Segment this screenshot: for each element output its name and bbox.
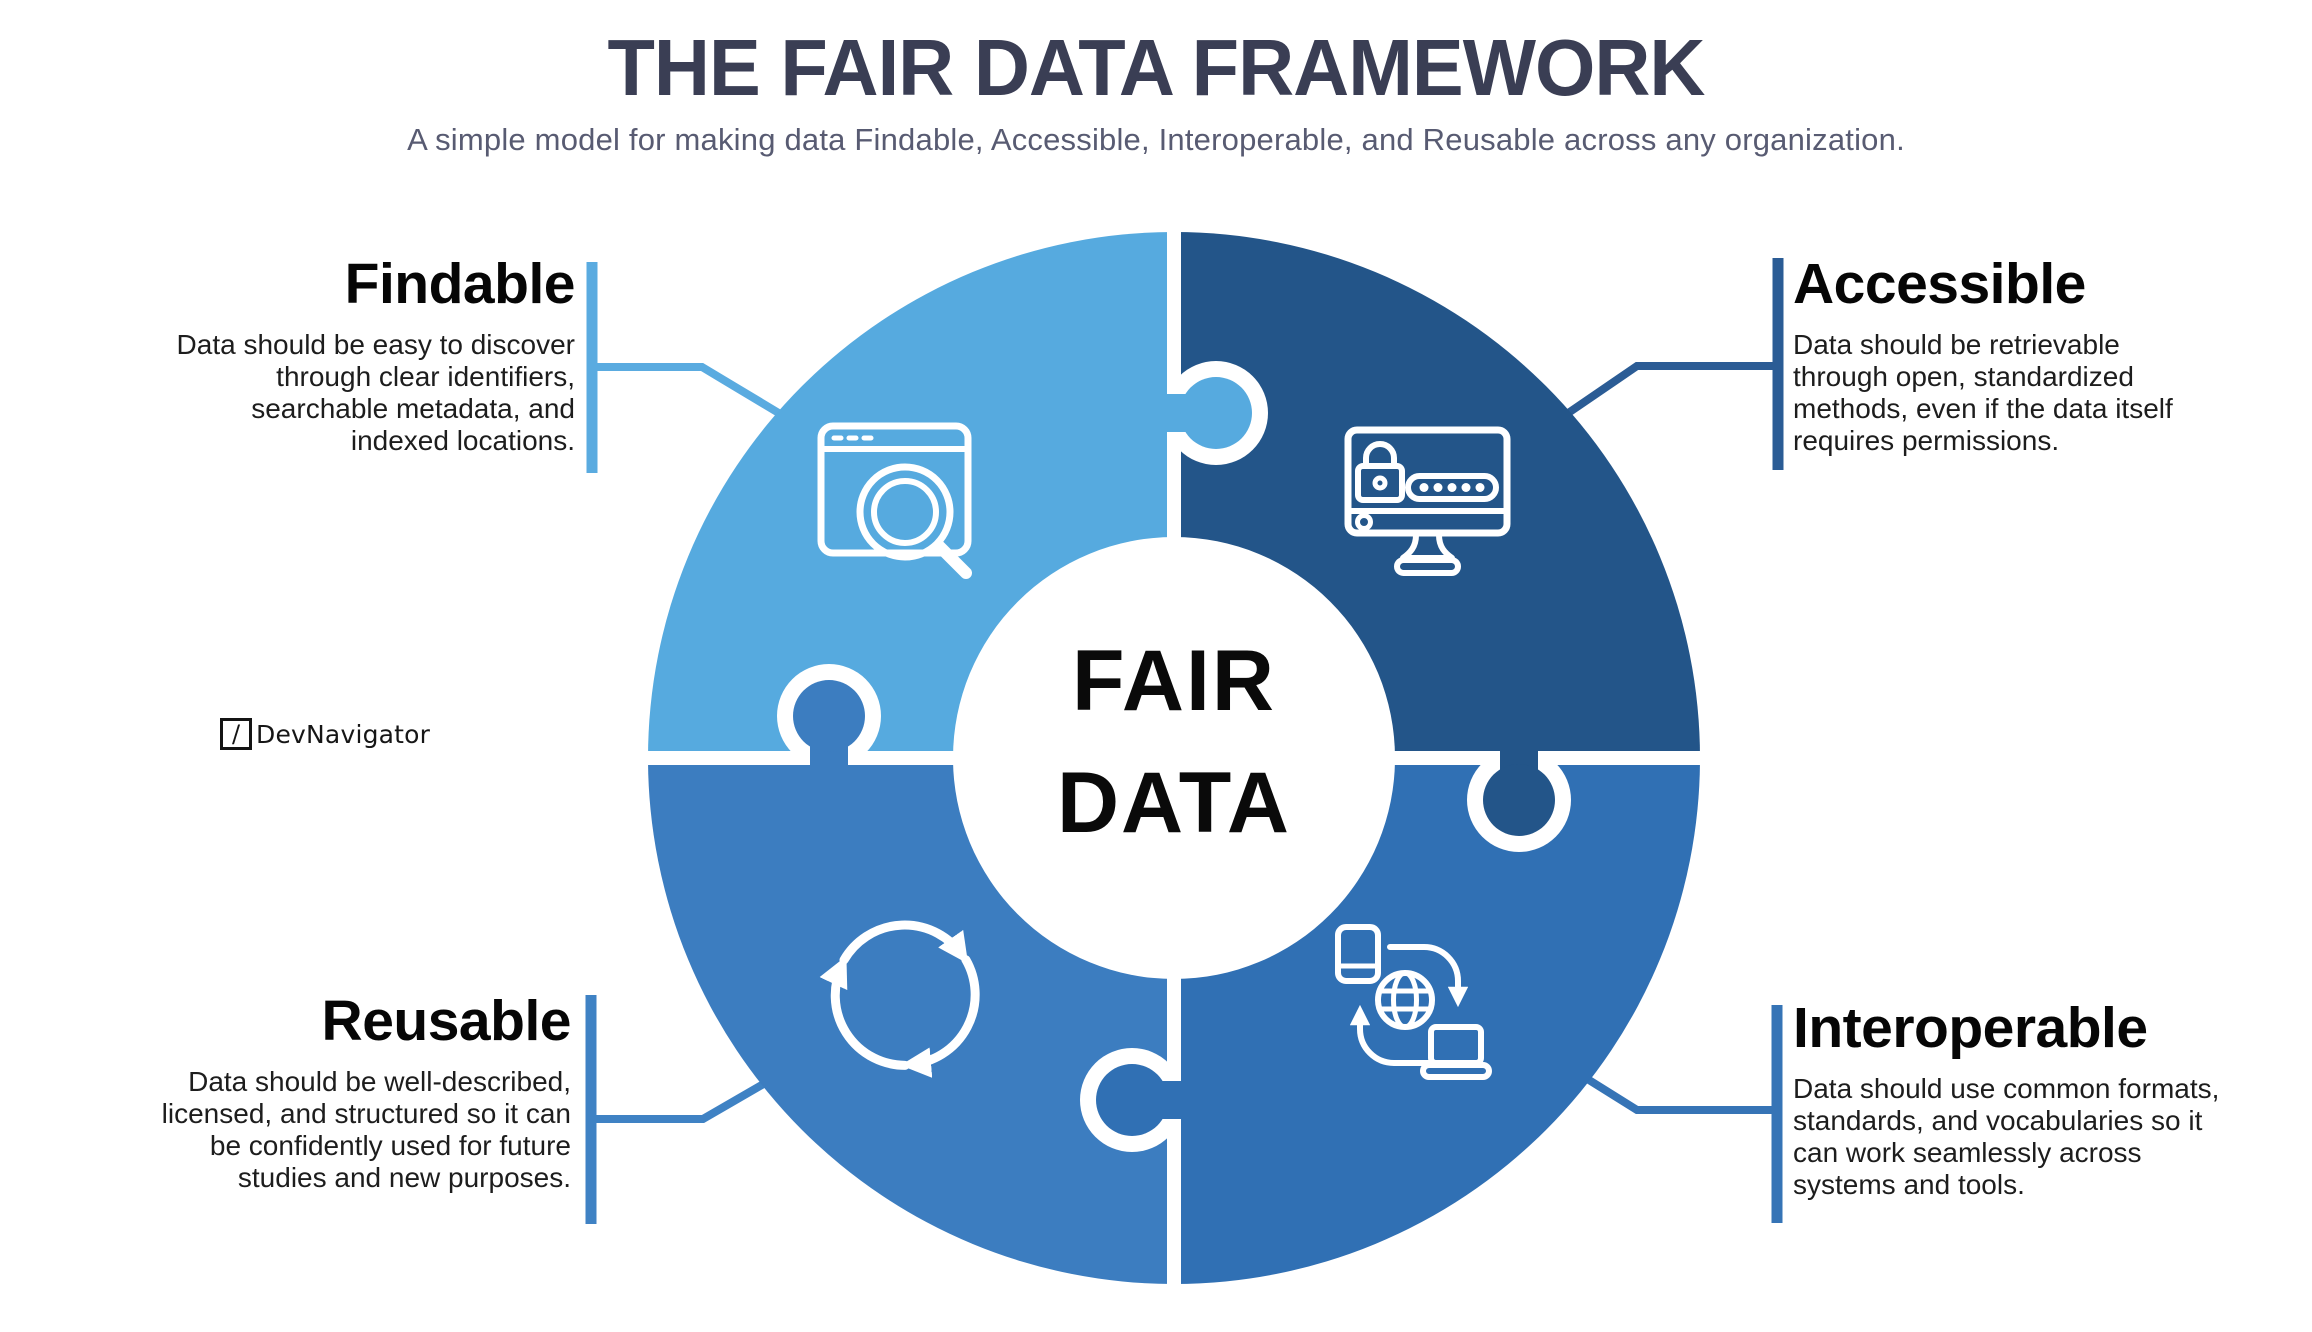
monitor-lock-icon <box>1344 426 1511 576</box>
connector-reusable <box>585 995 782 1224</box>
connector-findable <box>586 262 785 473</box>
page-subtitle: A simple model for making data Findable,… <box>407 122 1905 157</box>
center-label-line1: FAIR <box>1072 633 1276 729</box>
puzzle-knobs <box>793 377 1555 1136</box>
interoperable-label: Interoperable <box>1793 996 2148 1060</box>
findable-description: Data should be easy to discover through … <box>176 329 575 456</box>
browser-search-icon <box>817 422 972 579</box>
center-label-line2: DATA <box>1056 755 1292 851</box>
watermark-brand: DevNavigator <box>256 719 431 749</box>
connector-accessible <box>1555 258 1784 470</box>
recycle-icon <box>819 920 980 1078</box>
accessible-section: Accessible Data should be retrievable th… <box>1793 256 2173 457</box>
data-exchange-icon <box>1335 924 1492 1080</box>
reusable-section: Reusable Data should be well-described, … <box>161 989 572 1194</box>
accessible-label: Accessible <box>1793 252 2086 316</box>
center-circle <box>953 537 1395 979</box>
watermark: / DevNavigator <box>220 718 430 750</box>
findable-label: Findable <box>344 252 576 316</box>
interoperable-description: Data should use common formats, standard… <box>1793 1073 2220 1200</box>
center-label: FAIR DATA <box>954 620 1394 864</box>
findable-section: Findable Data should be easy to discover… <box>176 252 576 457</box>
accessible-description: Data should be retrievable through open,… <box>1793 329 2173 456</box>
devnavigator-logo-icon: / <box>220 718 252 750</box>
reusable-description: Data should be well-described, licensed,… <box>161 1066 571 1193</box>
reusable-label: Reusable <box>321 989 572 1053</box>
interoperable-section: Interoperable Data should use common for… <box>1793 1000 2219 1201</box>
page-title: THE FAIR DATA FRAMEWORK <box>607 23 1705 112</box>
